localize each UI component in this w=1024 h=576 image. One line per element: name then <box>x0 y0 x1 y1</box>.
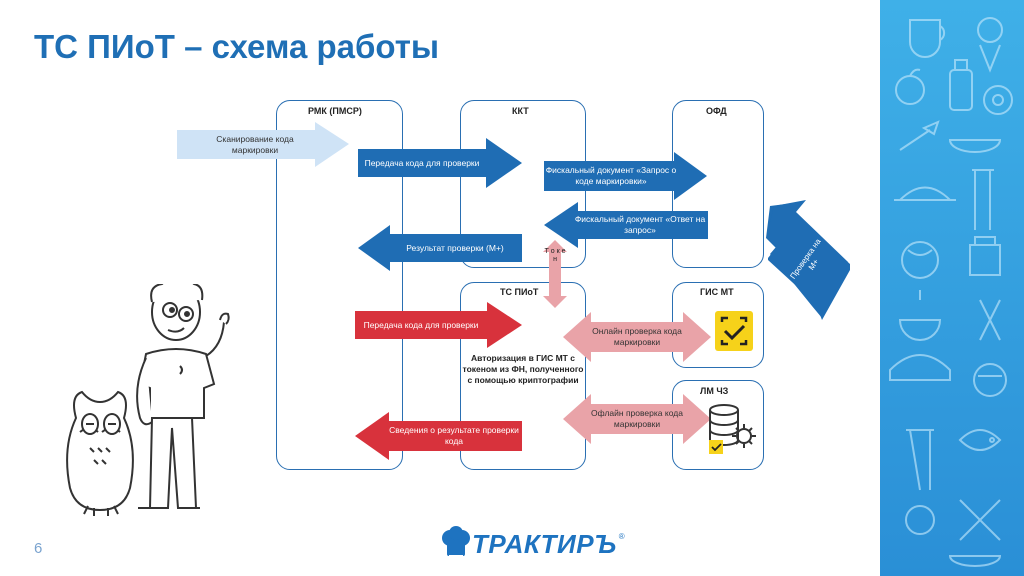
result-info-arrow: Сведения о результате проверки кода <box>355 412 522 460</box>
online-check-label: Онлайн проверка кода маркировки <box>592 326 682 347</box>
food-pattern-sidebar <box>880 0 1024 576</box>
check-result-arrow: Результат проверки (М+) <box>358 225 522 271</box>
check-mplus-arrow: Проверка на М+ <box>766 200 852 326</box>
rmk-column <box>276 100 403 470</box>
token-arrow: Т о к е н <box>543 240 567 308</box>
chef-hat-icon <box>442 526 470 557</box>
tspiot-column <box>460 282 586 470</box>
scan-arrow-label: Сканирование кода маркировки <box>216 133 294 155</box>
character-owl <box>66 390 134 516</box>
kkt-column-title: ККТ <box>512 106 529 116</box>
page-title: ТС ПИоТ – схема работы <box>34 28 440 65</box>
send-to-kkt-arrow: Передача кода для проверки <box>358 138 522 188</box>
send-to-kkt-label: Передача кода для проверки <box>364 157 480 168</box>
logo-wordmark: ТРАКТИРЪ <box>472 528 617 559</box>
ofd-column-title: ОФД <box>706 106 727 116</box>
scan-check-icon <box>715 311 753 351</box>
fiscal-answer-arrow: Фискальный документ «Ответ на запрос» <box>544 202 708 248</box>
trakter-logo: ТРАКТИРЪ ® <box>440 524 625 564</box>
offline-check-arrow: Офлайн проверка кода маркировки <box>563 394 711 444</box>
authorization-text: Авторизация в ГИС МТ с токеном из ФН, по… <box>462 353 584 385</box>
logo-registered-mark: ® <box>618 531 625 541</box>
send-to-tspiot-label: Передача кода для проверки <box>363 319 479 330</box>
lmchz-column-title: ЛМ ЧЗ <box>700 386 729 396</box>
offline-check-label: Офлайн проверка кода маркировки <box>591 408 683 429</box>
token-label: Т о к е н <box>544 248 566 264</box>
gismt-column-title: ГИС МТ <box>700 287 734 297</box>
send-to-tspiot-arrow: Передача кода для проверки <box>355 302 522 348</box>
fiscal-answer-label: Фискальный документ «Ответ на запрос» <box>574 214 706 235</box>
rmk-column-title: РМК (ПМСР) <box>308 106 362 116</box>
food-pattern <box>889 17 1013 567</box>
result-info-label: Сведения о результате проверки кода <box>389 425 519 446</box>
fiscal-request-label: Фискальный документ «Запрос о коде марки… <box>545 165 677 186</box>
character-man <box>136 284 230 509</box>
fiscal-request-arrow: Фискальный документ «Запрос о коде марки… <box>544 152 707 200</box>
online-check-arrow: Онлайн проверка кода маркировки <box>563 312 711 362</box>
database-gear-icon <box>709 404 756 454</box>
page-number: 6 <box>34 540 43 557</box>
check-result-label: Результат проверки (М+) <box>406 242 504 253</box>
tspiot-column-title: ТС ПИоТ <box>500 287 539 297</box>
scan-arrow: Сканирование кода маркировки <box>177 122 349 167</box>
